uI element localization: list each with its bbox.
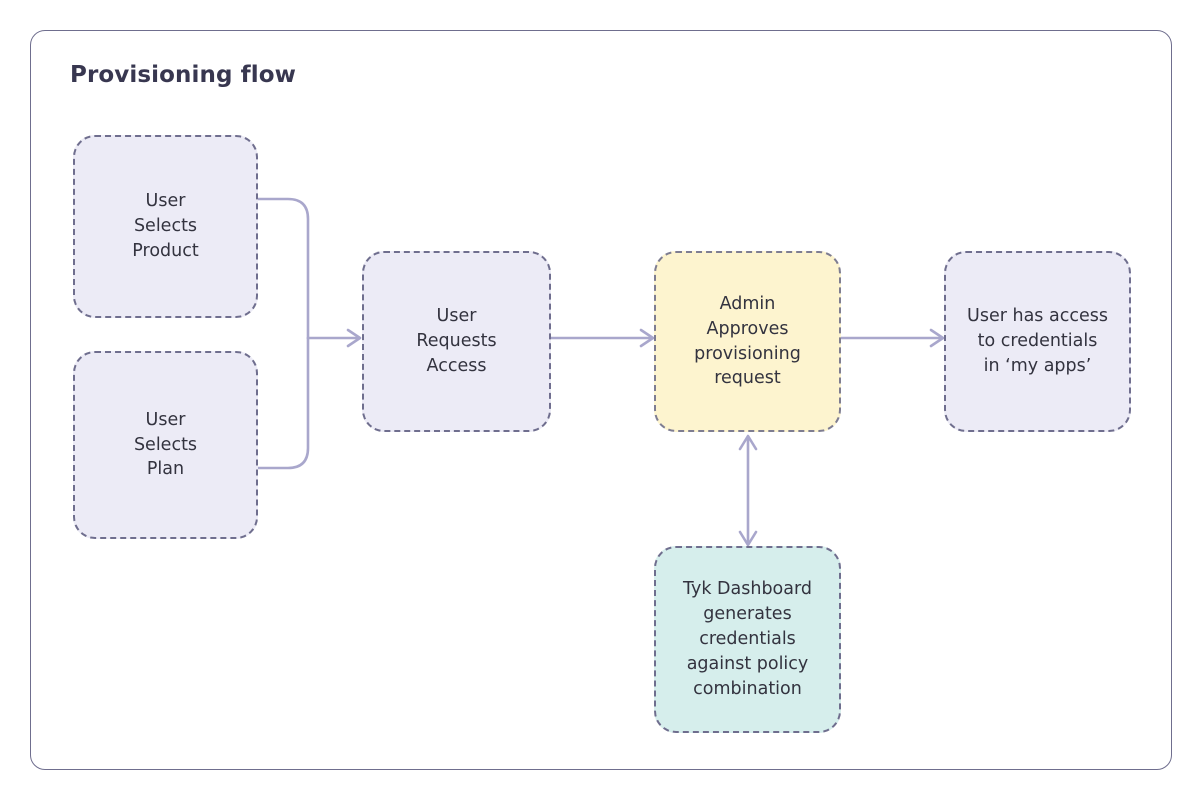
node-user-has-access-to-credentials[interactable]: User has access to credentials in ‘my ap… xyxy=(944,251,1131,432)
node-label: Admin Approves provisioning request xyxy=(694,293,801,389)
node-label: User has access to credentials in ‘my ap… xyxy=(967,306,1108,376)
node-label: Tyk Dashboard generates credentials agai… xyxy=(683,579,812,699)
node-user-selects-plan[interactable]: User Selects Plan xyxy=(73,351,258,539)
node-user-requests-access[interactable]: User Requests Access xyxy=(362,251,551,432)
node-user-selects-product[interactable]: User Selects Product xyxy=(73,135,258,318)
page-title: Provisioning flow xyxy=(70,62,296,88)
node-admin-approves-provisioning-request[interactable]: Admin Approves provisioning request xyxy=(654,251,841,432)
node-label: User Selects Product xyxy=(132,191,199,261)
node-label: User Selects Plan xyxy=(133,409,198,480)
node-tyk-dashboard-generates-credentials[interactable]: Tyk Dashboard generates credentials agai… xyxy=(654,546,841,733)
node-label: User Requests Access xyxy=(416,306,497,376)
